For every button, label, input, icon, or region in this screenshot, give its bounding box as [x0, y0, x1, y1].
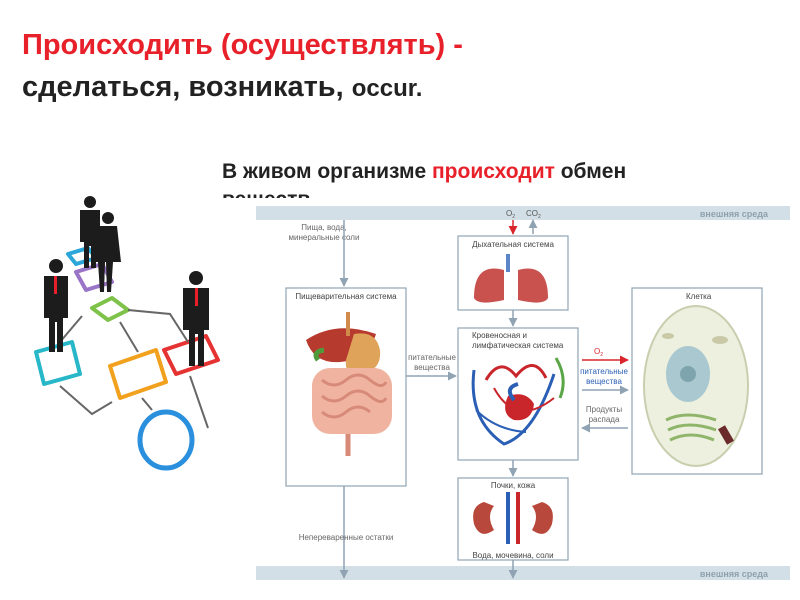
title-english: occur.: [351, 75, 423, 102]
flowchart-shape-orange: [108, 348, 168, 400]
business-people-silhouettes: [44, 196, 209, 366]
title-dash: -: [445, 29, 463, 61]
food-label-1: Пища, вода,: [301, 223, 346, 232]
env-label-top: внешняя среда: [700, 209, 769, 219]
env-band-top: [256, 206, 790, 220]
o2-label-right: O2: [594, 347, 603, 358]
sentence-start: В живом организме: [222, 160, 432, 183]
flowchart-circle-blue: [137, 409, 195, 471]
circulatory-system-label-2: лимфатическая система: [472, 341, 564, 350]
flowchart-diamond-green: [90, 296, 130, 322]
title-line-2: сделаться, возникать, occur.: [22, 66, 463, 110]
env-label-bottom: внешняя среда: [700, 569, 769, 579]
sentence-cut-line: веществ: [222, 186, 310, 198]
example-sentence: В живом организме происходит обмен: [222, 158, 782, 186]
flowchart-connectors: [59, 309, 209, 429]
decay-label-2: распада: [589, 415, 620, 424]
excretion-label: Вода, мочевина, соли: [472, 551, 553, 560]
lungs-icon: [474, 254, 548, 303]
page-title: Происходить (осуществлять) - сделаться, …: [22, 24, 463, 110]
nutrients-right-label-1: питательные: [580, 367, 628, 376]
circulatory-system-label-1: Кровеносная и: [472, 331, 527, 340]
cell-icon: [643, 305, 749, 467]
o2-label-top: O2: [506, 209, 515, 220]
kidneys-icon: [473, 492, 553, 544]
food-label-2: минеральные соли: [289, 233, 360, 242]
businessman-right-icon: [183, 271, 209, 366]
sentence-end: обмен: [554, 160, 627, 183]
kidneys-label: Почки, кожа: [491, 481, 536, 490]
respiratory-system-label: Дыхательная система: [472, 240, 554, 249]
title-line-1: Происходить (осуществлять) -: [22, 24, 463, 66]
undigested-label: Непереваренные остатки: [299, 533, 394, 542]
title-term: Происходить (осуществлять): [22, 29, 446, 61]
heart-vessels-icon: [471, 357, 565, 446]
co2-label-top: CO2: [526, 209, 541, 220]
nutrients-left-label-2: вещества: [414, 363, 450, 372]
sentence-highlight: происходит: [432, 160, 555, 183]
businessman-left-icon: [44, 259, 68, 352]
env-band-bottom: [256, 566, 790, 580]
cell-label: Клетка: [686, 292, 712, 301]
metabolism-diagram: внешняя среда внешняя среда O2 CO2 Пища,…: [256, 206, 790, 580]
nutrients-left-label-1: питательные: [408, 353, 456, 362]
business-ties: [54, 276, 198, 306]
nutrients-right-label-2: вещества: [586, 377, 622, 386]
business-people-flowchart-illustration: [34, 196, 220, 471]
title-definition: сделаться, возникать,: [22, 71, 352, 103]
decay-label-1: Продукты: [586, 405, 622, 414]
businesswoman-back-icon: [92, 212, 121, 292]
digestive-system-label: Пищеварительная система: [295, 292, 397, 301]
digestive-organs-icon: [306, 312, 392, 456]
